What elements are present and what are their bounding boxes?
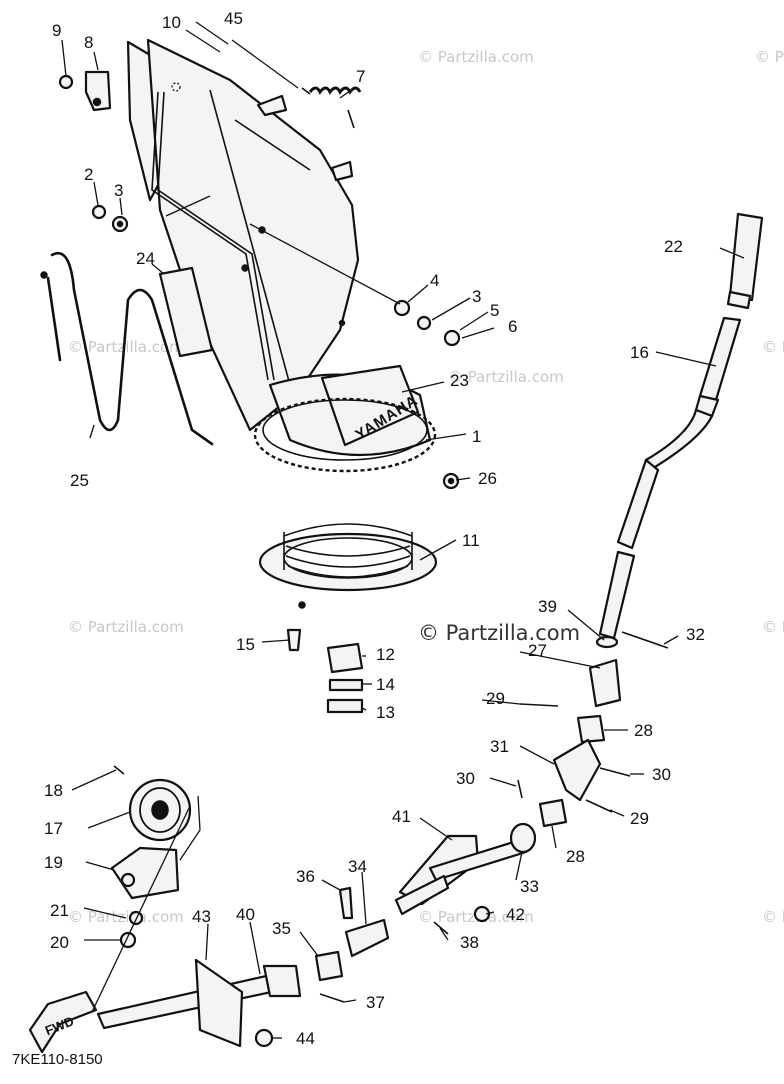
watermark: © Partzilla.com: [762, 618, 784, 636]
callout-8: 8: [84, 33, 93, 52]
callout-42: 42: [506, 905, 525, 924]
callout-30: 30: [456, 769, 475, 788]
callout-30: 30: [652, 765, 671, 784]
drawing-code: 7KE110-8150: [12, 1051, 103, 1068]
callout-27: 27: [528, 641, 547, 660]
callout-36: 36: [296, 867, 315, 886]
callout-28: 28: [566, 847, 585, 866]
leader-lines: [61, 21, 745, 1039]
callout-37: 37: [366, 993, 385, 1012]
callout-44: 44: [296, 1029, 315, 1048]
discharge-chute: YAMAHA: [126, 38, 437, 473]
callout-14: 14: [376, 675, 395, 694]
center-watermark: © Partzilla.com: [418, 621, 580, 645]
callout-39: 39: [538, 597, 557, 616]
callout-15: 15: [236, 635, 255, 654]
callout-16: 16: [630, 343, 649, 362]
callout-45: 45: [224, 9, 243, 28]
callout-38: 38: [460, 933, 479, 952]
callouts: 9 8 10 45 7 2 3 24 22 4 3 5 6 16 23 1 25…: [44, 9, 705, 1048]
callout-33: 33: [520, 877, 539, 896]
callout-11: 11: [462, 531, 480, 550]
label-plate: [158, 266, 214, 358]
callout-34: 34: [348, 857, 367, 876]
callout-7: 7: [356, 67, 365, 86]
watermark: © Partzilla.com: [68, 908, 184, 926]
callout-43: 43: [192, 907, 211, 926]
callout-4: 4: [430, 271, 439, 290]
callout-19: 19: [44, 853, 63, 872]
watermark: © Partzilla.com: [762, 338, 784, 356]
crank-handle: [598, 212, 764, 640]
chute-base-ring: [258, 523, 438, 609]
callout-25: 25: [70, 471, 89, 490]
callout-32: 32: [686, 625, 705, 644]
watermark: © Partzilla.com: [762, 908, 784, 926]
watermark: © Partzilla.com: [755, 48, 784, 66]
callout-35: 35: [272, 919, 291, 938]
callout-41: 41: [392, 807, 411, 826]
callout-40: 40: [236, 905, 255, 924]
callout-1: 1: [472, 427, 481, 446]
callout-21: 21: [50, 901, 69, 920]
callout-12: 12: [376, 645, 395, 664]
watermark: © Partzilla.com: [68, 618, 184, 636]
callout-29: 29: [486, 689, 505, 708]
callout-5: 5: [490, 301, 499, 320]
callout-23: 23: [450, 371, 469, 390]
callout-3: 3: [472, 287, 481, 306]
linkage-parts: FWD: [28, 628, 669, 1054]
callout-31: 31: [490, 737, 509, 756]
hardware-top: [58, 70, 461, 490]
callout-29: 29: [630, 809, 649, 828]
watermark: © Partzilla.com: [418, 48, 534, 66]
chute-cable: [46, 252, 214, 446]
callout-13: 13: [376, 703, 395, 722]
watermark: © Partzilla.com: [68, 338, 184, 356]
callout-26: 26: [478, 469, 497, 488]
callout-28: 28: [634, 721, 653, 740]
callout-17: 17: [44, 819, 63, 838]
callout-10: 10: [162, 13, 181, 32]
spring: [301, 86, 362, 129]
callout-6: 6: [508, 317, 517, 336]
callout-20: 20: [50, 933, 69, 952]
watermark: © Partzilla.com: [448, 368, 564, 386]
callout-22: 22: [664, 237, 683, 256]
callout-2: 2: [84, 165, 93, 184]
callout-24: 24: [136, 249, 155, 268]
callout-9: 9: [52, 21, 61, 40]
callout-3: 3: [114, 181, 123, 200]
callout-18: 18: [44, 781, 63, 800]
